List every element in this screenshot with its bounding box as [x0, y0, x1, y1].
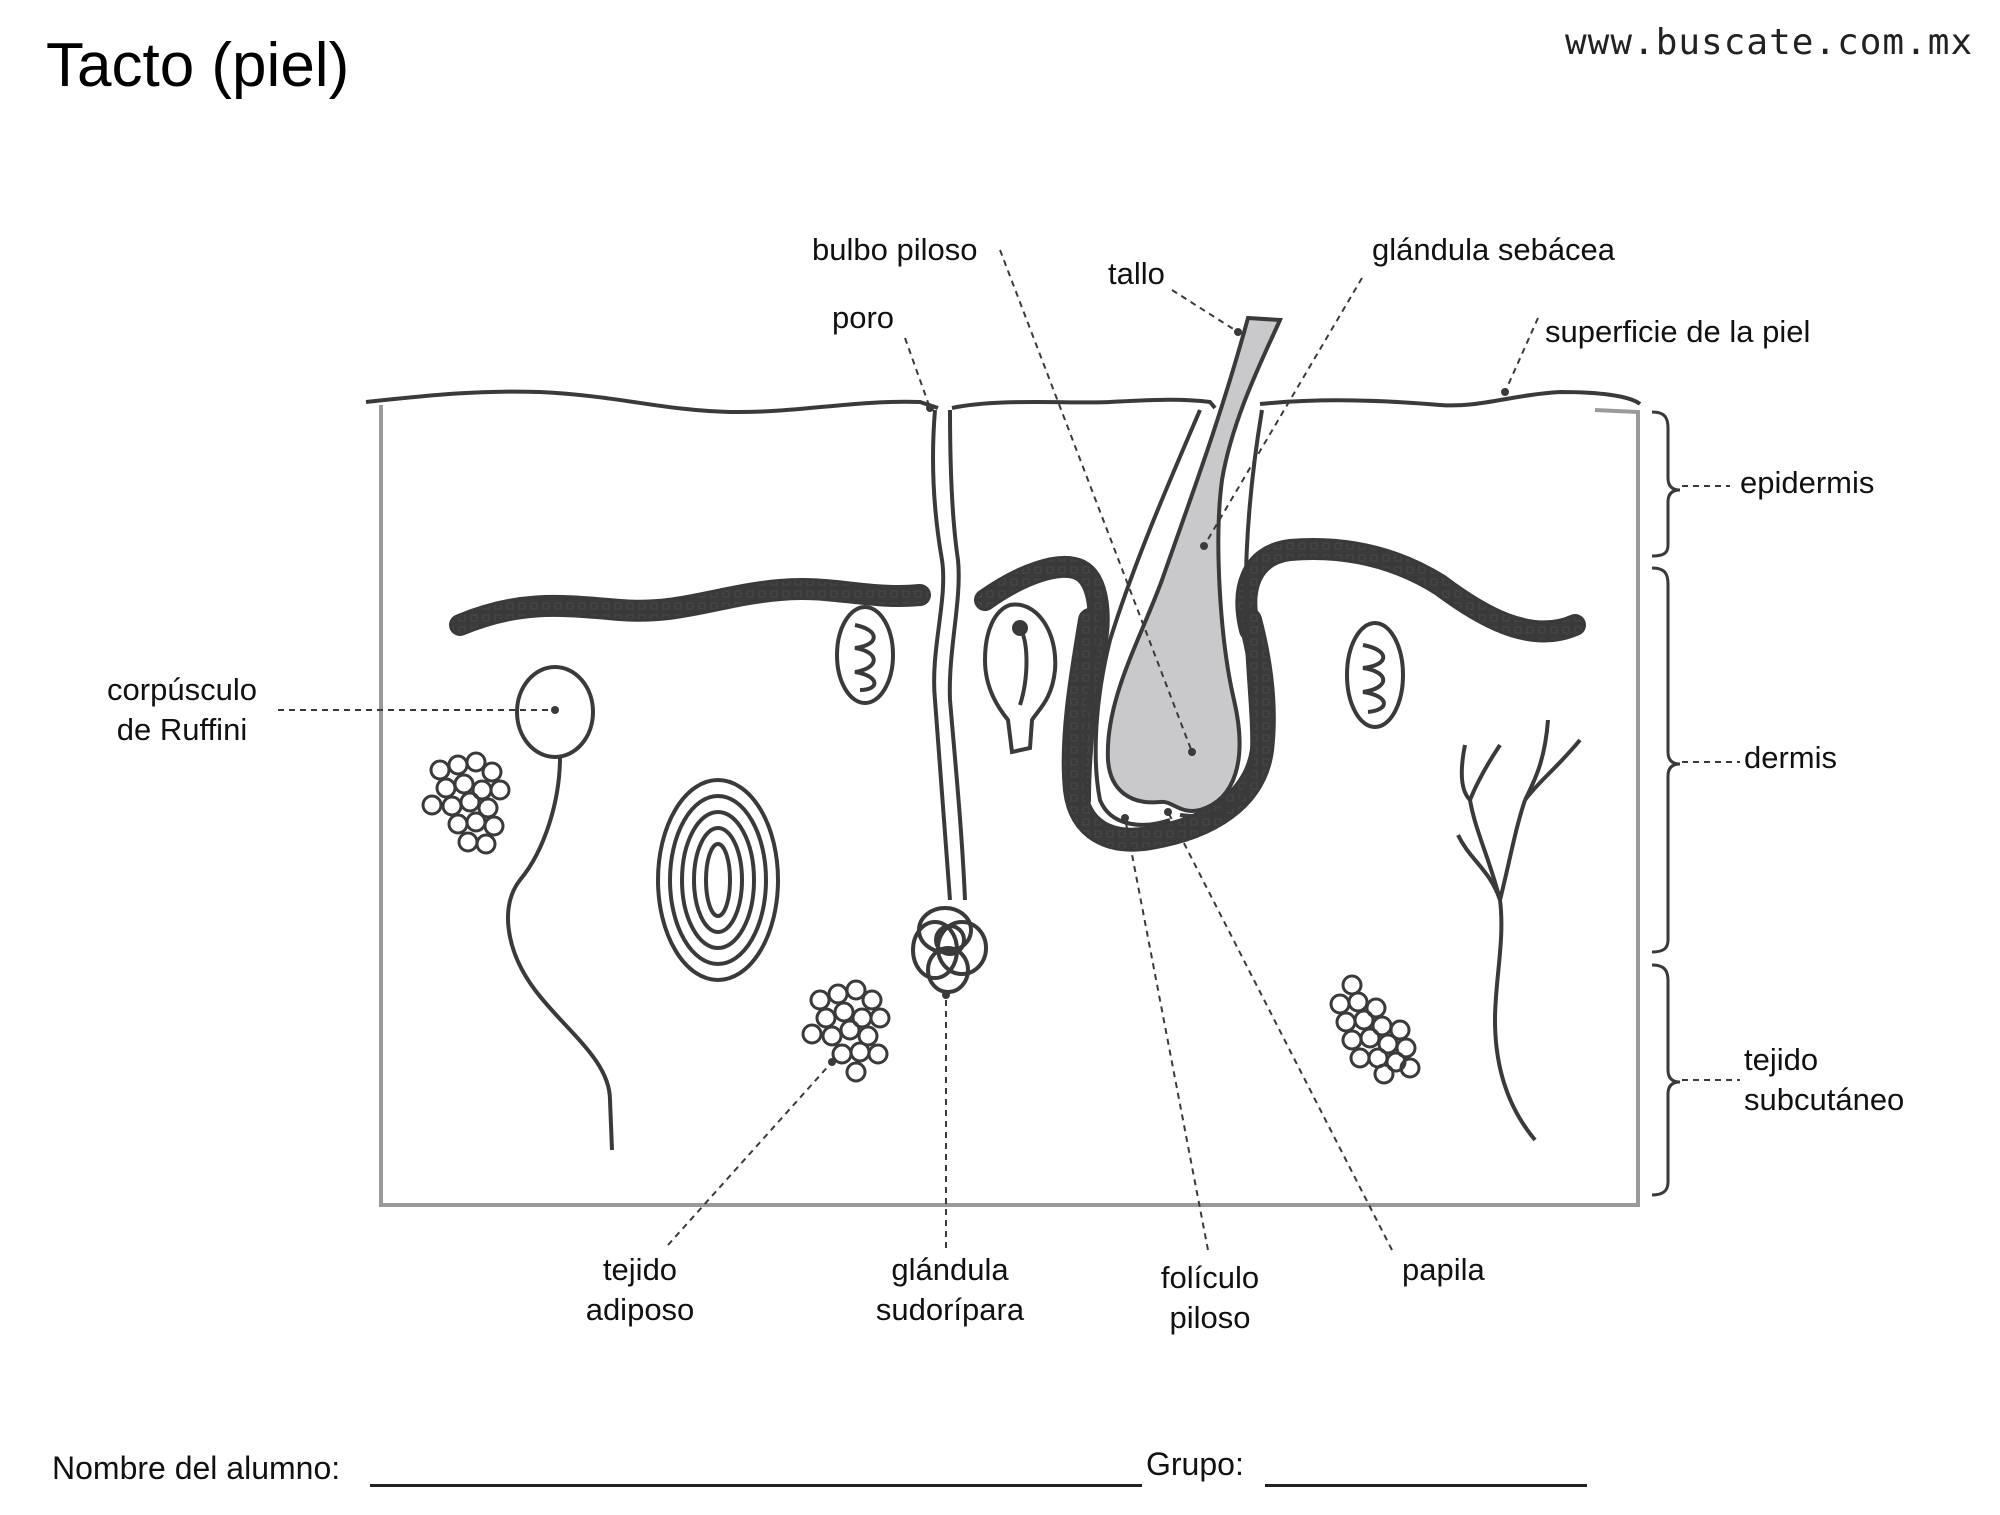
label-glandula-sebacea: glándula sebácea [1372, 232, 1616, 267]
layer-brackets [1651, 410, 1681, 1197]
label-glandula-sudoripara-line1: glándula [891, 1252, 1009, 1287]
pacinian-corpuscle [656, 778, 780, 982]
label-poro: poro [832, 300, 895, 335]
label-bulbo-piloso: bulbo piloso [812, 232, 978, 267]
label-tejido-subcutaneo: tejido subcutáneo [1744, 1040, 1904, 1120]
label-foliculo-piloso-line1: folículo [1160, 1260, 1260, 1295]
label-tejido-adiposo-line2: adiposo [585, 1292, 695, 1327]
label-tejido-adiposo: tejido adiposo [560, 1250, 720, 1330]
label-glandula-sudoripara-line2: sudorípara [875, 1292, 1025, 1327]
label-tallo: tallo [1108, 256, 1165, 291]
hair-shaft-and-bulb [1105, 315, 1284, 814]
adipose-cluster-middle [801, 979, 891, 1083]
label-glandula-sudoripara: glándula sudorípara [850, 1250, 1050, 1330]
touch-corpuscle-left [835, 605, 895, 705]
label-foliculo-piloso-line2: piloso [1169, 1300, 1251, 1335]
label-tejido-subcutaneo-line2: subcutáneo [1744, 1082, 1905, 1117]
free-nerve-endings [1456, 719, 1582, 1142]
touch-corpuscle-right [1345, 621, 1405, 729]
student-name-label: Nombre del alumno: [52, 1450, 341, 1486]
leader-dots [551, 328, 1509, 1066]
label-corpusculo-ruffini: corpúsculo de Ruffini [92, 670, 272, 750]
label-foliculo-piloso: folículo piloso [1130, 1258, 1290, 1338]
label-papila: papila [1402, 1252, 1485, 1287]
label-tejido-subcutaneo-line1: tejido [1744, 1042, 1819, 1077]
krause-bulb [982, 602, 1058, 755]
epidermis-basal-layer [449, 538, 1586, 811]
label-corpusculo-ruffini-line1: corpúsculo [107, 672, 257, 707]
label-corpusculo-ruffini-line2: de Ruffini [116, 712, 248, 747]
hair-follicle [1061, 608, 1276, 852]
sweat-gland [911, 409, 988, 994]
leader-lines [278, 249, 1740, 1251]
ruffini-corpuscle [506, 665, 614, 1151]
adipose-cluster-right [1329, 974, 1421, 1085]
label-tejido-adiposo-line1: tejido [602, 1252, 678, 1287]
group-label: Grupo: [1146, 1446, 1244, 1482]
label-epidermis: epidermis [1740, 465, 1875, 500]
label-superficie-de-la-piel: superficie de la piel [1545, 314, 1811, 349]
adipose-cluster-left [421, 751, 511, 855]
website-url: www.buscate.com.mx [1565, 22, 1974, 63]
skin-surface-line [365, 389, 1642, 415]
page-title: Tacto (piel) [46, 31, 350, 100]
skin-block-outline [379, 405, 1640, 1207]
group-field[interactable] [1265, 1484, 1587, 1487]
student-name-field[interactable] [370, 1484, 1142, 1487]
label-dermis: dermis [1744, 740, 1838, 775]
follicle-sheath [1093, 409, 1264, 827]
